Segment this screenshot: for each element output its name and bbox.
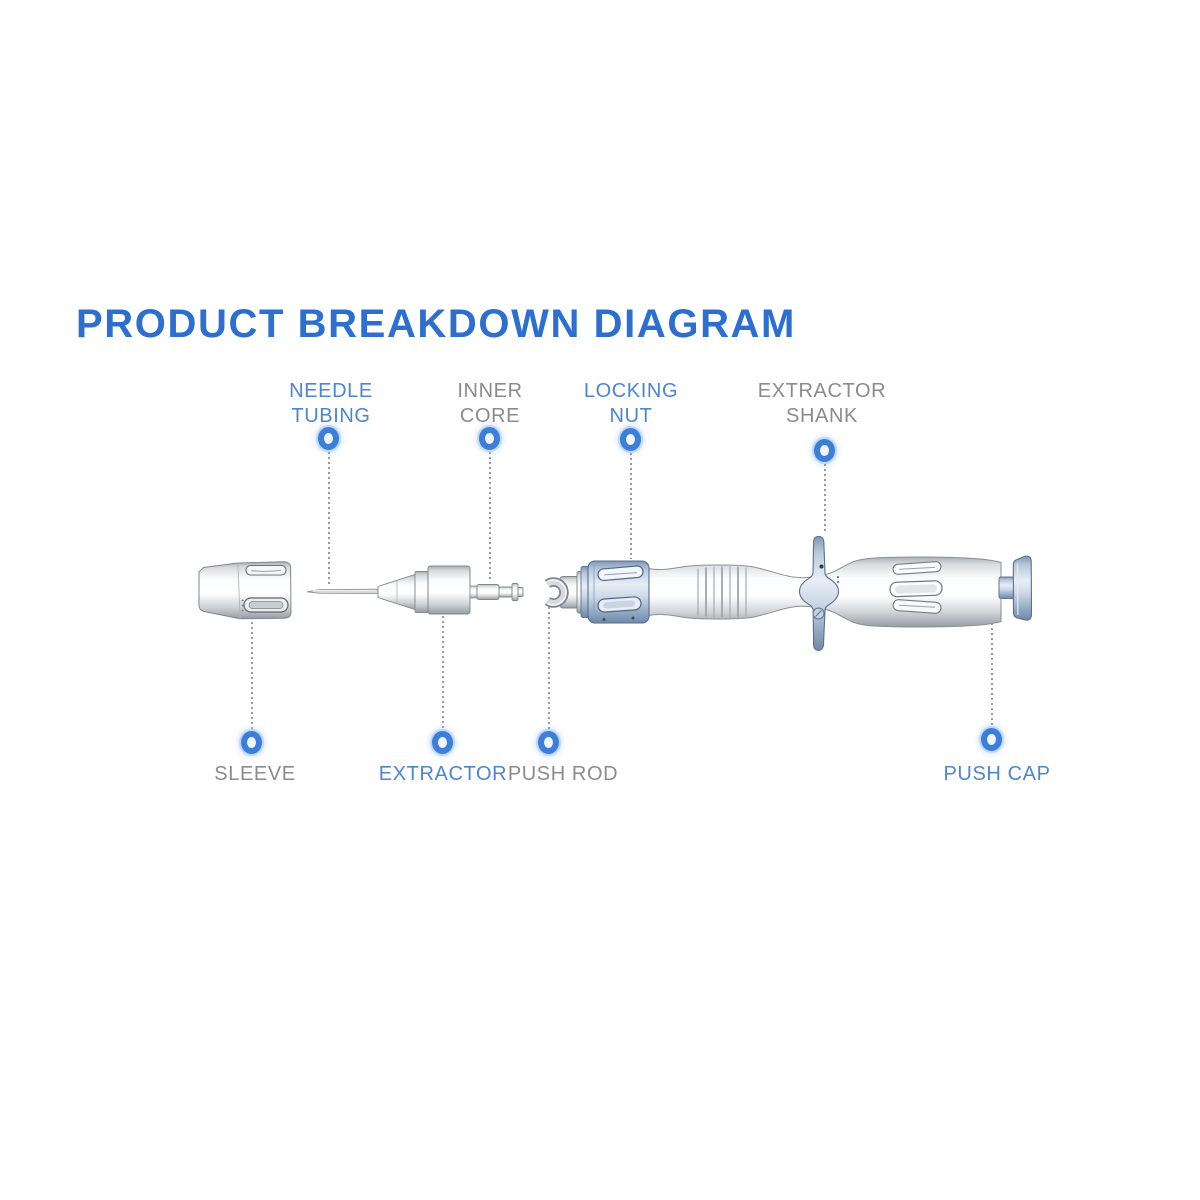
callout-label-needle-tubing: NEEDLE TUBING: [289, 380, 373, 427]
callout-line-inner-core: [489, 452, 491, 582]
callout-label-locking-nut: LOCKING NUT: [583, 380, 679, 427]
callout-line-extractor-shank: [824, 464, 826, 534]
callout-label-push-cap: PUSH CAP: [943, 763, 1051, 785]
callout-marker-extractor-shank: [814, 439, 835, 462]
callout-marker-sleeve: [241, 731, 262, 754]
locking-nut-part: [580, 560, 650, 624]
callout-label-extractor-shank: EXTRACTOR SHANK: [757, 380, 887, 427]
sleeve-part: [198, 561, 292, 620]
callout-marker-needle-tubing: [318, 427, 339, 450]
callout-marker-push-cap: [981, 728, 1002, 751]
inner-core-part: [476, 583, 524, 601]
callout-label-extractor: EXTRACTOR: [378, 763, 508, 785]
callout-marker-extractor: [432, 731, 453, 754]
callout-label-push-rod: PUSH ROD: [507, 763, 619, 785]
callout-line-locking-nut: [630, 453, 632, 559]
barrel-slots: [889, 561, 943, 614]
callout-line-needle-tubing: [328, 452, 330, 586]
callout-label-sleeve: SLEEVE: [214, 763, 296, 785]
callout-marker-push-rod: [538, 731, 559, 754]
push-rod-part: [538, 571, 588, 614]
device-illustration: [198, 535, 1033, 651]
needle-tubing-part: [306, 588, 379, 595]
callout-line-extractor: [442, 616, 444, 731]
callout-label-inner-core: INNER CORE: [457, 380, 523, 427]
callout-marker-inner-core: [479, 427, 500, 450]
callout-marker-locking-nut: [620, 428, 641, 451]
callout-line-sleeve: [251, 622, 253, 731]
extractor-part: [377, 565, 478, 615]
callout-line-push-rod: [548, 607, 550, 731]
page-title: PRODUCT BREAKDOWN DIAGRAM: [76, 302, 796, 346]
extractor-shank-part: [798, 535, 840, 651]
push-cap-part: [998, 555, 1033, 621]
callout-line-push-cap: [991, 613, 993, 728]
